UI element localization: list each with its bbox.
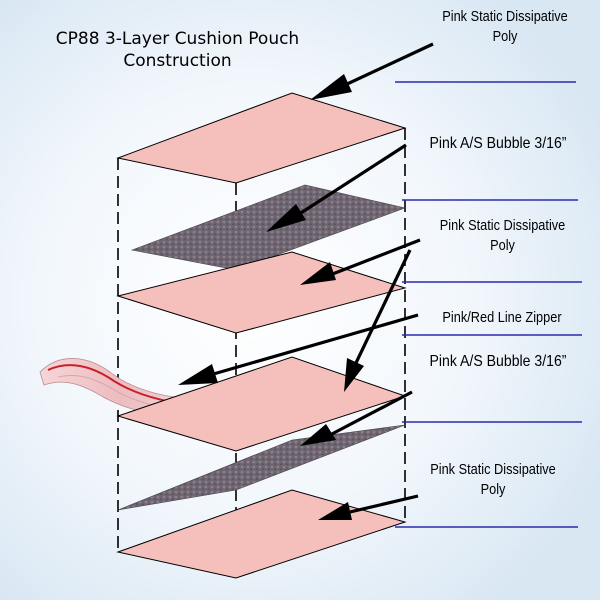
label-line: Pink Static Dissipative — [442, 9, 568, 25]
arrow-4-head — [178, 364, 218, 385]
arrow-3b-head — [344, 358, 364, 392]
arrow-6-shaft — [349, 494, 419, 514]
label-line: Pink/Red Line Zipper — [442, 310, 562, 326]
label-poly-top: Pink Static Dissipative Poly — [421, 7, 588, 47]
diagram-title: CP88 3-Layer Cushion Pouch Construction — [0, 28, 355, 72]
arrow-3b-shaft — [353, 249, 412, 366]
label-line: Pink A/S Bubble 3/16” — [429, 135, 567, 152]
title-line-1: CP88 3-Layer Cushion Pouch — [55, 29, 300, 49]
layer-poly-top — [116, 92, 407, 184]
arrow-6-head — [318, 502, 352, 520]
title-line-2: Construction — [123, 51, 232, 71]
arrow-1-head — [310, 74, 352, 100]
label-poly-bottom: Pink Static Dissipative Poly — [409, 460, 576, 500]
label-poly-middle: Pink Static Dissipative Poly — [417, 216, 589, 256]
layer-bubble-bottom — [117, 424, 406, 511]
arrow-5-head — [300, 424, 336, 446]
label-line: Pink Static Dissipative — [430, 462, 556, 478]
label-line: Pink Static Dissipative — [439, 218, 566, 234]
arrow-4-shaft — [209, 313, 419, 377]
arrow-5-shaft — [329, 390, 413, 437]
label-zipper: Pink/Red Line Zipper — [423, 308, 581, 328]
label-bubble-bottom: Pink A/S Bubble 3/16” — [410, 352, 586, 372]
label-line: Poly — [490, 238, 515, 254]
label-line: Poly — [480, 482, 506, 498]
arrow-3a-shaft — [329, 238, 421, 277]
pointer-arrows — [178, 42, 434, 520]
label-bubble-top: Pink A/S Bubble 3/16” — [410, 134, 586, 154]
label-rules — [395, 81, 582, 528]
label-line: Pink A/S Bubble 3/16” — [429, 353, 567, 370]
arrow-3a-head — [300, 262, 336, 285]
layer-bubble-top — [130, 184, 407, 271]
arrow-2-head — [266, 204, 306, 232]
arrow-2-shaft — [289, 143, 407, 222]
label-line: Poly — [492, 29, 518, 45]
